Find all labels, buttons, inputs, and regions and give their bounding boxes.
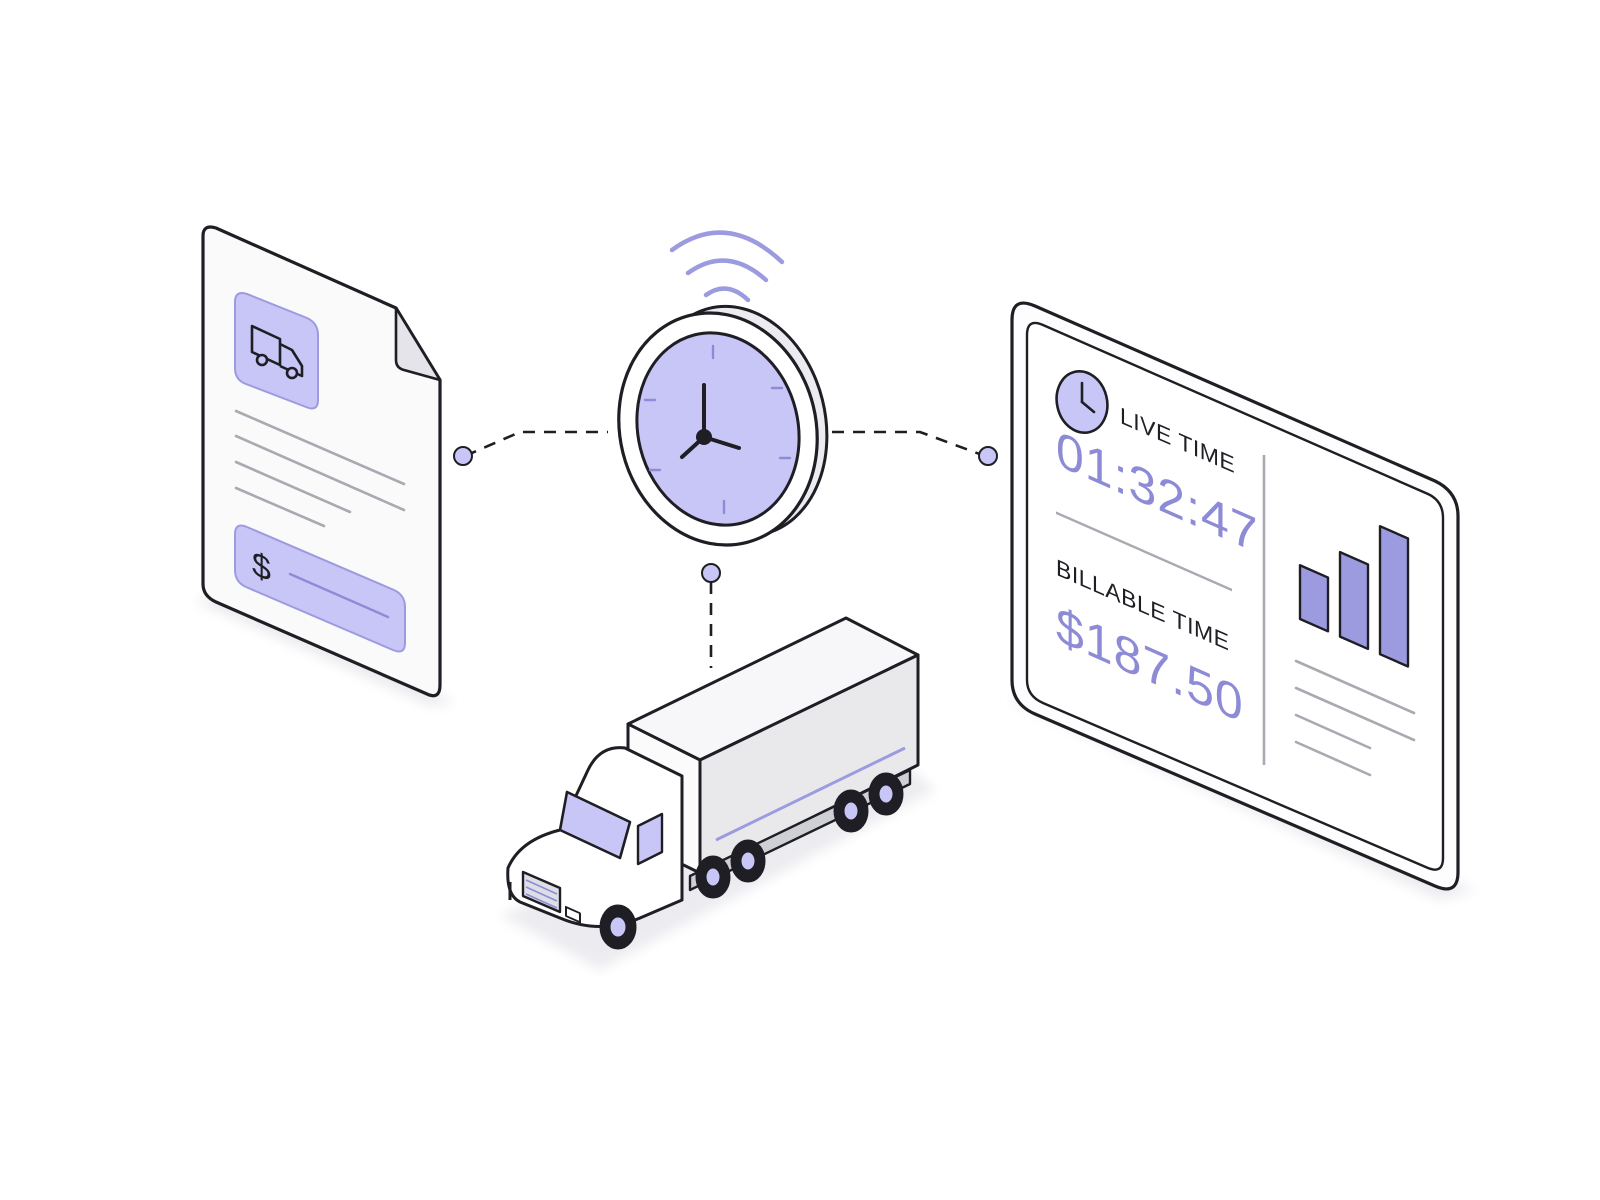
document-page-fold (394, 306, 442, 382)
invoice-document: $ (195, 225, 455, 705)
dashboard-panel: LIVE TIME 01:32:47 BILLABLE TIME $187.50 (1010, 301, 1475, 900)
connector-right (832, 430, 986, 458)
signal-icon (669, 230, 785, 303)
cab-side-window (636, 812, 664, 866)
node-left (453, 446, 473, 466)
connector-nodes (453, 446, 998, 583)
chart-bar-2 (1338, 550, 1370, 651)
dashboard-text-lines (1294, 659, 1416, 777)
trailer-stripe (715, 746, 906, 842)
node-right (978, 446, 998, 466)
truck-wheels (599, 772, 904, 950)
currency-symbol: $ (252, 543, 271, 589)
headlight (565, 905, 581, 924)
invoice-text-lines (234, 409, 406, 528)
clock-ticks (643, 344, 792, 515)
cab-windshield (558, 790, 632, 860)
clock-icon (617, 304, 829, 547)
truck-vehicle (500, 616, 935, 970)
invoice-amount-box (234, 524, 406, 653)
connector-lines (464, 430, 986, 668)
clock-dial (635, 331, 801, 527)
chart-bar-1 (1298, 564, 1330, 633)
amount-line (288, 572, 390, 619)
truck-icon (250, 324, 304, 380)
connector-left (464, 430, 608, 458)
dashboard-divider-h (1056, 511, 1232, 592)
node-bottom (701, 563, 721, 583)
dashboard-clock-icon (1055, 370, 1109, 434)
bar-chart-icon (1298, 525, 1410, 668)
invoice-truck-badge (234, 292, 319, 410)
chart-bar-3 (1378, 525, 1410, 668)
